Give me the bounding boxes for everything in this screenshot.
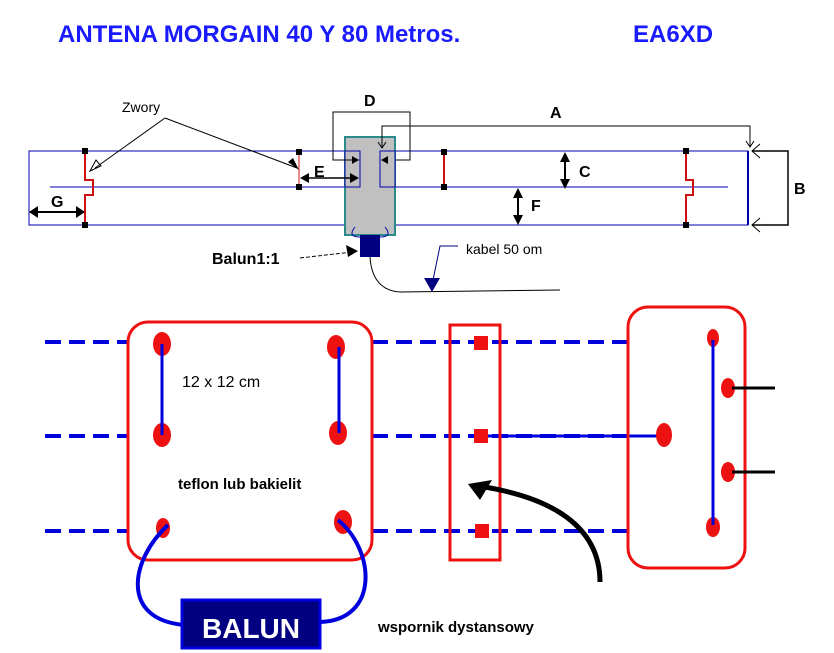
callsign: EA6XD	[633, 21, 713, 48]
label-c: C	[579, 164, 591, 181]
label-b: B	[794, 181, 806, 198]
spacer-label: wspornik dystansowy	[377, 619, 535, 636]
label-g: G	[51, 194, 63, 211]
balun-box-label: BALUN	[202, 613, 300, 644]
balun-block	[360, 235, 380, 257]
label-a: A	[550, 105, 562, 122]
spacer	[448, 323, 502, 562]
label-e: E	[314, 164, 325, 181]
label-cable: kabel 50 om	[466, 241, 542, 257]
board-size: 12 x 12 cm	[182, 374, 260, 391]
title: ANTENA MORGAIN 40 Y 80 Metros.	[58, 21, 460, 48]
board-material: teflon lub bakielit	[178, 476, 301, 493]
balun-box	[180, 598, 322, 650]
label-f: F	[531, 198, 541, 215]
label-balun: Balun1:1	[212, 251, 280, 268]
label-zwory: Zwory	[122, 99, 160, 115]
end-board	[626, 305, 747, 570]
bottom-diagram: BALUN 12 x 12 cm teflon lub bakielit wsp…	[45, 305, 775, 650]
terminal-board	[126, 320, 374, 562]
label-d: D	[364, 93, 376, 110]
top-diagram: Zwory D A B C E F G Balun1:1 kabel 50 om	[28, 93, 806, 293]
